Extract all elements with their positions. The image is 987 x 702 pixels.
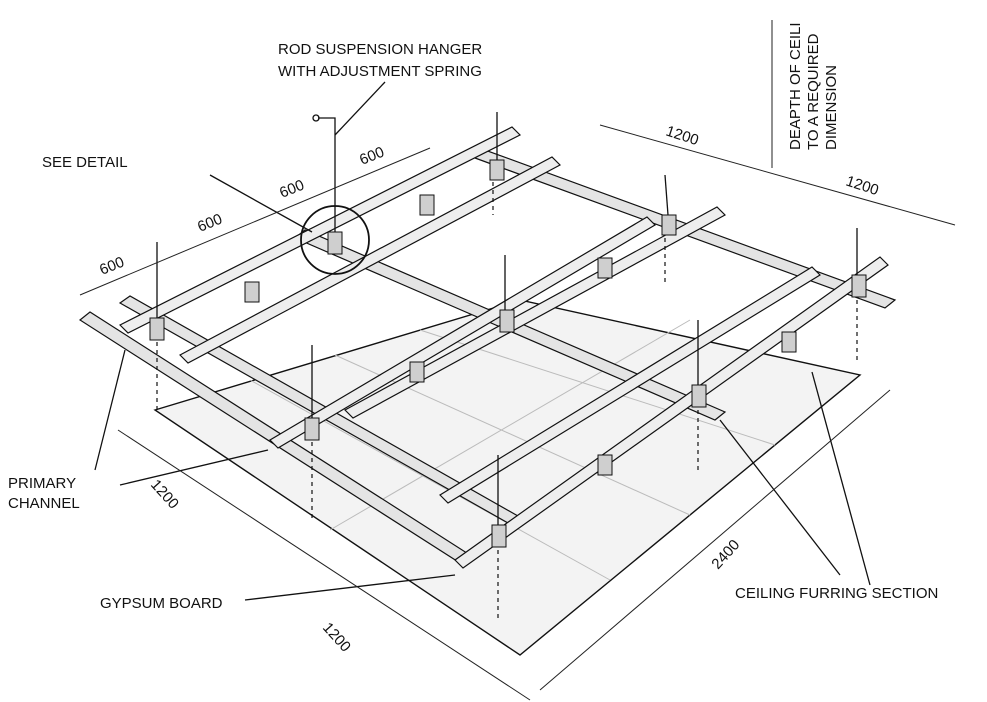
clip <box>691 384 707 408</box>
clip <box>244 281 260 303</box>
clip <box>597 454 613 476</box>
depth-label-3: DIMENSION <box>823 65 840 150</box>
dim-600-b: 600 <box>195 211 225 236</box>
dim-600-c: 600 <box>277 177 307 202</box>
rod-hanger-label-1: ROD SUSPENSION HANGER <box>278 41 482 58</box>
clip <box>304 417 320 441</box>
depth-label: DEAPTH OF CEILI TO A REQUIRED DIMENSION <box>787 22 840 150</box>
clips <box>149 159 867 548</box>
clip <box>409 361 425 383</box>
furring-sections <box>118 126 889 569</box>
gypsum-board <box>153 299 862 656</box>
dimension-lines <box>79 20 956 701</box>
furring-5 <box>439 266 821 504</box>
furring-4 <box>344 206 726 419</box>
dim-2400: 2400 <box>708 536 743 572</box>
hanger-rods <box>156 112 858 525</box>
fixing-lines <box>156 182 858 620</box>
clip <box>149 317 165 341</box>
clip <box>499 309 515 333</box>
see-detail-label: SEE DETAIL <box>42 154 128 171</box>
dim-1200-left-upper: 1200 <box>147 476 182 512</box>
clip <box>419 194 435 216</box>
depth-label-1: DEAPTH OF CEILI <box>787 22 804 150</box>
gypsum-board-label: GYPSUM BOARD <box>100 595 223 612</box>
clip <box>661 214 677 236</box>
dim-1200-top: 1200 <box>664 123 701 149</box>
clip <box>781 331 797 353</box>
clip <box>489 159 505 181</box>
furring-1 <box>118 126 522 334</box>
clip <box>597 257 613 279</box>
ceiling-furring-label: CEILING FURRING SECTION <box>735 585 938 602</box>
detail-circle <box>300 205 370 275</box>
clip <box>327 231 343 255</box>
furring-2 <box>179 156 561 364</box>
dim-1200-left-lower: 1200 <box>319 619 354 655</box>
leader-lines <box>94 81 871 601</box>
primary-channel-label-1: PRIMARY <box>8 475 76 492</box>
dim-600-d: 600 <box>357 144 387 169</box>
primary-channel-label-2: CHANNEL <box>8 495 80 512</box>
rod-hanger-label-2: WITH ADJUSTMENT SPRING <box>278 63 482 80</box>
dim-600-a: 600 <box>97 254 127 279</box>
depth-label-2: TO A REQUIRED <box>805 33 822 150</box>
furring-3 <box>269 216 656 449</box>
clip <box>491 524 507 548</box>
furring-6 <box>454 256 889 569</box>
clip <box>851 274 867 298</box>
